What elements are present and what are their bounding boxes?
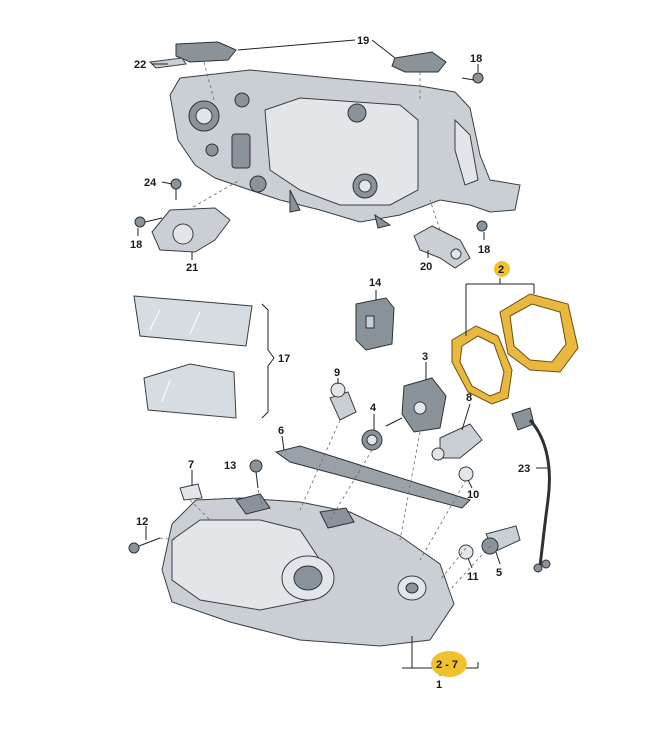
highlight-marker-2-7: [431, 651, 467, 677]
label-17: 17: [278, 353, 290, 365]
wiring-23: [511, 407, 551, 573]
label-10: 10: [467, 489, 479, 501]
bracket-20: [413, 220, 488, 269]
connector-14: [355, 297, 395, 351]
seal-strip-6: [274, 445, 471, 509]
label-5: 5: [496, 567, 502, 579]
label-2: 2: [498, 264, 504, 276]
bulb-5: [481, 525, 521, 555]
headlight-housing-1: [161, 493, 455, 647]
label-7: 7: [188, 459, 194, 471]
bracket-21: [151, 207, 231, 253]
screw-13: [249, 459, 263, 489]
screw-24: [170, 178, 182, 200]
rear-housing: [169, 69, 521, 229]
label-2-7: 2 - 7: [436, 659, 458, 671]
label-11: 11: [467, 571, 479, 583]
label-24: 24: [144, 177, 157, 189]
label-12: 12: [136, 516, 148, 528]
top-bracket-right: [391, 51, 447, 73]
label-6: 6: [278, 425, 284, 437]
label-23: 23: [518, 463, 530, 475]
gasket-2: [451, 325, 513, 405]
label-14: 14: [369, 277, 382, 289]
label-18-top: 18: [470, 53, 482, 65]
bulb-8: [431, 423, 483, 461]
label-21: 21: [186, 262, 198, 274]
label-8: 8: [466, 392, 472, 404]
screw-18-top: [461, 72, 484, 84]
cap-4: [361, 429, 383, 451]
label-18-left: 18: [130, 239, 142, 251]
bulb-10: [458, 466, 474, 482]
label-19: 19: [357, 35, 369, 47]
label-18-right: 18: [478, 244, 490, 256]
actuator-3: [385, 377, 447, 433]
top-bracket-left: [148, 41, 237, 69]
label-4: 4: [370, 402, 377, 414]
label-22: 22: [134, 59, 146, 71]
label-1: 1: [436, 679, 442, 691]
screw-18-left: [134, 216, 163, 228]
label-3: 3: [422, 351, 428, 363]
label-9: 9: [334, 367, 340, 379]
bulb-11: [458, 544, 474, 560]
shroud-2: [499, 293, 579, 373]
glass-pane-upper: [133, 295, 253, 347]
screw-12: [128, 537, 161, 554]
assembly-lines: [159, 61, 491, 591]
clip-7: [179, 483, 203, 501]
label-13: 13: [224, 460, 236, 472]
glass-pane-lower: [143, 363, 237, 419]
label-20: 20: [420, 261, 432, 273]
highlight-marker-2: [494, 261, 510, 277]
bulb-9: [329, 382, 357, 421]
